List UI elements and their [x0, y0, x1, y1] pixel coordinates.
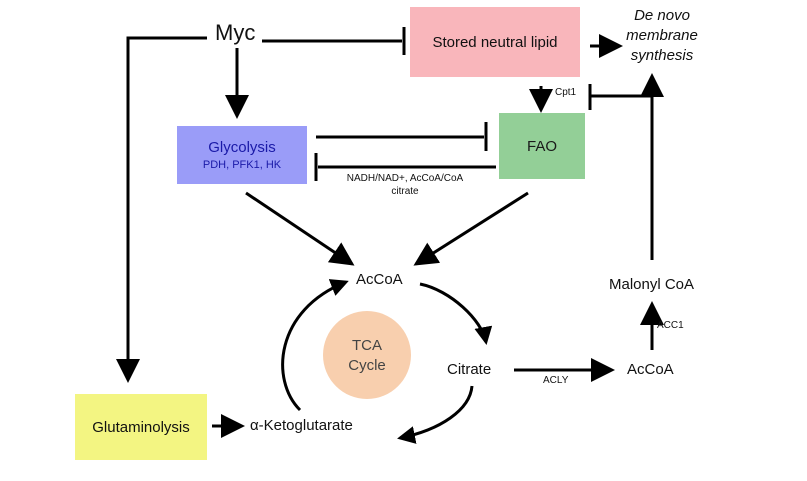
- de-novo-label: De novo membrane synthesis: [622, 6, 702, 66]
- glycolysis-enzymes: PDH, PFK1, HK: [202, 159, 282, 171]
- tca-arc-akg-accoa: [281, 279, 349, 412]
- glutaminolysis-box: Glutaminolysis: [75, 394, 207, 460]
- fao-to-accoa: [413, 191, 529, 266]
- fao-box: FAO: [499, 113, 585, 179]
- akg-label: α-Ketoglutarate: [250, 417, 353, 434]
- cpt1-label: Cpt1: [555, 87, 577, 98]
- nadh-line-1: NADH/NAD+, AcCoA/CoA: [346, 173, 464, 184]
- tca-cycle-circle: [323, 311, 411, 399]
- citrate-label: Citrate: [447, 361, 492, 378]
- glycolysis-to-accoa: [245, 191, 355, 266]
- myc-to-glutaminolysis: [116, 36, 207, 383]
- glutaminolysis-label: Glutaminolysis: [92, 418, 190, 436]
- myc-label: Myc: [215, 20, 256, 45]
- acc1-label: ACC1: [657, 320, 684, 331]
- de-novo-line-1: De novo: [634, 7, 690, 24]
- acly-label: ACLY: [543, 375, 569, 386]
- tca-line-2: Cycle: [348, 357, 386, 374]
- de-novo-line-3: synthesis: [630, 47, 694, 64]
- tca-arc-citrate-akg: [397, 385, 474, 444]
- nadh-label: NADH/NAD+, AcCoA/CoA citrate: [322, 172, 488, 198]
- nadh-line-2: citrate: [391, 186, 419, 197]
- stored-lipid-box: Stored neutral lipid: [410, 7, 580, 77]
- glycolysis-box: Glycolysis PDH, PFK1, HK: [177, 126, 307, 184]
- malonyl-coa-label: Malonyl CoA: [609, 276, 695, 293]
- de-novo-line-2: membrane: [626, 27, 698, 44]
- glycolysis-title: Glycolysis: [208, 139, 276, 156]
- tca-line-1: TCA: [352, 337, 382, 354]
- tca-arc-accoa-citrate: [419, 282, 493, 345]
- fao-label: FAO: [526, 137, 557, 155]
- tca-label: TCA Cycle: [327, 336, 407, 376]
- stored-lipid-label: Stored neutral lipid: [432, 33, 558, 51]
- accoa-right-label: AcCoA: [627, 361, 674, 378]
- accoa-top-label: AcCoA: [356, 271, 403, 288]
